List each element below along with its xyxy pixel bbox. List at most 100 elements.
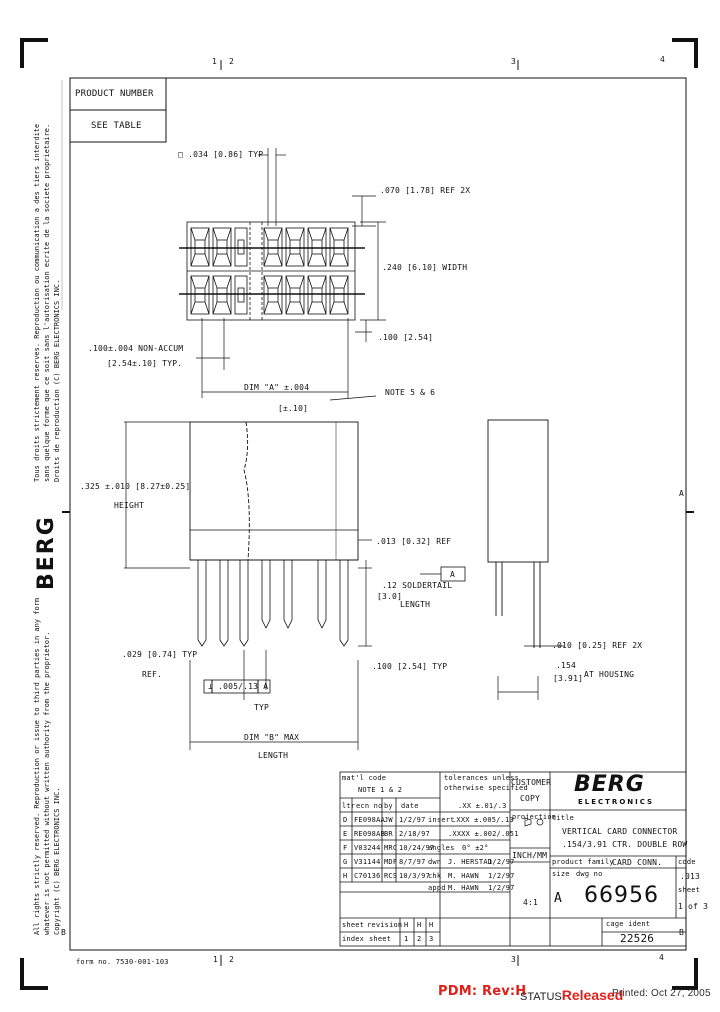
status-value: Released	[561, 987, 624, 1003]
left-zone-b: B	[61, 928, 67, 937]
title-label: title	[552, 814, 575, 822]
index-row-label: index	[342, 935, 365, 943]
appd-label: appd	[428, 884, 446, 892]
chk-date: 1/2/97	[488, 872, 515, 880]
tolerance-header: tolerances unless	[444, 774, 520, 782]
product-number-value: SEE TABLE	[91, 121, 142, 131]
tol-xx: .XX ±.01/.3	[458, 802, 507, 810]
bottom-zone-1: 1	[213, 955, 219, 964]
note-5-6: NOTE 5 & 6	[385, 388, 436, 397]
dim-a: DIM "A" ±.004	[244, 383, 310, 392]
index-row-2: 2	[417, 935, 422, 943]
sheet-row-rev-2: H	[417, 921, 422, 929]
chk-name: M. HAWN	[448, 872, 479, 880]
appd-name: M. HAWN	[448, 884, 479, 892]
dim-at-housing: AT HOUSING	[584, 670, 635, 679]
printed-date: Printed: Oct 27, 2005	[612, 988, 711, 999]
customer-copy-1: CUSTOMER	[511, 778, 552, 787]
rev-col-ecn: ecn no	[356, 802, 383, 810]
rev-row-g-ltr: G	[343, 858, 348, 866]
tol-angles-label: angles	[428, 844, 455, 852]
rev-col-ltr: ltr	[342, 802, 356, 810]
french-notice-line-3: Droits de reproduction (C) BERG ELECTRON…	[53, 279, 61, 482]
tol-angle: 0° ±2°	[462, 844, 489, 852]
product-number-header: PRODUCT NUMBER	[75, 89, 154, 99]
rev-row-g-ecn: V31144	[354, 858, 381, 866]
dim-soldertail-label: LENGTH	[400, 600, 431, 609]
dim-154-metric: [3.91]	[553, 674, 584, 683]
dim-width: .240 [6.10] WIDTH	[382, 263, 468, 272]
dim-ref-2x: .070 [1.78] REF 2X	[380, 186, 471, 195]
status-label: STATUS	[520, 991, 562, 1003]
dim-non-accum-metric: [2.54±.10] TYP.	[107, 359, 183, 368]
rev-row-e-by: BR	[384, 830, 393, 838]
rev-row-h-date: 10/3/97	[399, 872, 430, 880]
english-notice-line-1: All rights strictly reserved. Reproducti…	[33, 597, 41, 935]
sheet-row-rev-1: H	[404, 921, 409, 929]
english-notice-line-2: whatever is not permitted without writte…	[43, 631, 51, 935]
code-label: code	[678, 858, 696, 866]
product-family-label: product family	[552, 858, 614, 866]
bottom-zone-4: 4	[659, 953, 665, 962]
sheet-label: sheet	[678, 886, 701, 894]
rev-row-h-ltr: H	[343, 872, 348, 880]
dim-soldertail: .12 SOLDERTAIL	[382, 581, 453, 590]
rev-row-e-ecn: RE098AB	[354, 830, 385, 838]
tol-xxx: .XXX ±.005/.13	[452, 816, 514, 824]
title-line-2: .154/3.91 CTR. DOUBLE ROW	[562, 840, 688, 849]
dim-pitch: .100 [2.54]	[378, 333, 434, 342]
dwn-date: 1/2/97	[488, 858, 515, 866]
dwn-label: dwn	[428, 858, 442, 866]
dwg-no-label: dwg no	[576, 870, 603, 878]
french-notice-line-2: sans quelque forme que ce soit sans l'au…	[43, 123, 51, 482]
size-value: A	[554, 891, 563, 906]
bottom-zone-2: 2	[229, 955, 235, 964]
index-row-3: 3	[429, 935, 434, 943]
code-value: .013	[680, 872, 701, 881]
dim-ref-013: .013 [0.32] REF	[376, 537, 452, 546]
dim-010-ref: .010 [0.25] REF 2X	[552, 641, 643, 650]
rev-row-d-ecn: FE098AA	[354, 816, 385, 824]
rev-row-e-ltr: E	[343, 830, 348, 838]
top-zone-4: 4	[660, 55, 666, 64]
dim-029-ref: REF.	[142, 670, 163, 679]
dim-100-typ: .100 [2.54] TYP	[372, 662, 448, 671]
rev-row-h-by: RCS	[384, 872, 398, 880]
dim-non-accum: .100±.004 NON-ACCUM	[88, 344, 184, 353]
tolerance-header-2: otherwise specified	[444, 784, 528, 792]
cage-value: 22526	[620, 932, 655, 945]
projection-label: projection	[512, 813, 557, 821]
inch-mm: INCH/MM	[512, 851, 548, 860]
tolerance-frame-value: .005/.13	[218, 682, 259, 691]
product-family: CARD CONN.	[612, 858, 663, 867]
tolerance-typ: TYP	[254, 703, 270, 712]
tolerance-frame-flatness: ⊥ .005/.13 A	[208, 682, 269, 691]
rev-row-f-by: MRC	[384, 844, 398, 852]
sheet-value: 1 of 3	[678, 902, 709, 911]
rev-row-g-date: 8/7/97	[399, 858, 426, 866]
sheet-row-revision: revision	[367, 921, 403, 929]
right-zone-a: A	[679, 489, 685, 498]
title-line-1: VERTICAL CARD CONNECTOR	[562, 827, 678, 836]
top-zone-1: 1	[212, 57, 218, 66]
datum-a-box: A	[450, 570, 456, 579]
dim-b-label: LENGTH	[258, 751, 289, 760]
dim-soldertail-metric: [3.0]	[377, 592, 403, 601]
rev-row-f-ltr: F	[343, 844, 348, 852]
customer-copy-2: COPY	[520, 794, 541, 803]
rev-row-d-by: JW	[384, 816, 393, 824]
notes-ref: NOTE 1 & 2	[358, 786, 403, 794]
berg-side-logo: BERG	[34, 515, 59, 590]
tolerance-frame-datum: A	[263, 682, 269, 691]
berg-logo: BERG	[574, 772, 645, 797]
rev-row-g-by: MDF	[384, 858, 398, 866]
scale: 4:1	[523, 898, 539, 907]
index-row-1: 1	[404, 935, 409, 943]
dim-height: .325 ±.010 [8.27±0.25]	[80, 482, 191, 491]
size-label: size	[552, 870, 570, 878]
status-block: STATUSReleased	[520, 985, 623, 1004]
rev-col-by: by	[384, 802, 393, 810]
top-zone-2: 2	[229, 57, 235, 66]
bottom-zone-3: 3	[511, 955, 517, 964]
